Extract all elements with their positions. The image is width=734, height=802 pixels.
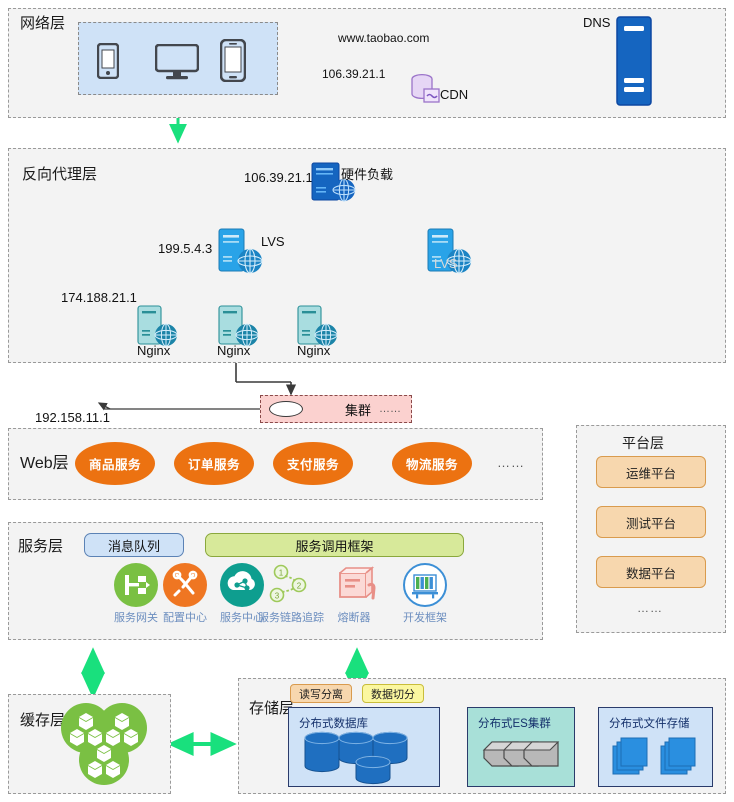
web-service-2[interactable]: 订单服务 — [174, 442, 254, 485]
read-write-split-tag: 读写分离 — [290, 684, 352, 703]
dns-request-label: www.taobao.com — [338, 31, 430, 45]
cache-cluster-icon — [58, 700, 150, 795]
distributed-es-label: 分布式ES集群 — [478, 718, 551, 730]
distributed-database-label: 分布式数据库 — [299, 718, 368, 730]
platform-layer-ellipsis: …… — [637, 601, 663, 615]
web-service-3[interactable]: 支付服务 — [273, 442, 353, 485]
service-component-1[interactable]: 服务网关 — [107, 563, 165, 625]
file-stacks-icon — [612, 737, 696, 775]
service-component-5[interactable]: 熔断器 — [325, 563, 383, 625]
nginx-node-3-label: Nginx — [297, 343, 331, 358]
web-service-1[interactable]: 商品服务 — [75, 442, 155, 485]
web-service-4[interactable]: 物流服务 — [392, 442, 472, 485]
nginx-node-2 — [218, 305, 262, 354]
hardware-lb-label: 硬件负载 — [341, 167, 394, 182]
distributed-es-panel: 分布式ES集群 — [467, 707, 575, 787]
cdn-label: CDN — [440, 87, 469, 102]
lvs-backup-label: LVS — [434, 256, 458, 271]
phone-small-icon — [96, 42, 120, 84]
gateway-icon — [114, 563, 158, 607]
web-layer-ellipsis: …… — [497, 455, 525, 470]
service-component-6-label: 开发框架 — [403, 612, 447, 624]
service-component-4[interactable]: 1 2 3 服务链路追踪 — [258, 563, 324, 625]
distributed-file-storage-label: 分布式文件存储 — [609, 718, 690, 730]
dns-server-icon — [616, 16, 652, 111]
lvs-primary-label: LVS — [261, 234, 285, 249]
dns-label: DNS — [583, 15, 611, 30]
es-cubes-icon — [482, 741, 560, 767]
cluster-ellipsis: …… — [379, 403, 402, 415]
service-component-3[interactable]: 服务中心 — [213, 563, 271, 625]
lvs-ip: 199.5.4.3 — [158, 241, 213, 256]
platform-item-1[interactable]: 运维平台 — [596, 456, 706, 488]
message-queue-pill[interactable]: 消息队列 — [84, 533, 184, 557]
cluster-ellipse-icon — [269, 401, 303, 417]
service-layer-title: 服务层 — [18, 538, 64, 555]
service-component-4-label: 服务链路追踪 — [258, 612, 324, 624]
web-layer-title: Web层 — [20, 455, 69, 472]
platform-item-3[interactable]: 数据平台 — [596, 556, 706, 588]
hardware-lb-icon — [311, 162, 359, 209]
config-tools-icon — [163, 563, 207, 607]
platform-layer-title: 平台层 — [622, 435, 664, 451]
proxy-layer-box — [8, 148, 726, 363]
lvs-primary-icon — [218, 228, 266, 281]
lvs-backup-icon — [427, 228, 475, 281]
cluster-ip: 192.158.11.1 — [35, 410, 110, 425]
nginx-ip: 174.188.21.1 — [61, 290, 137, 305]
proxy-layer-title: 反向代理层 — [22, 166, 98, 183]
cdn-icon — [410, 72, 448, 110]
hardware-lb-ip: 106.39.21.1 — [244, 170, 313, 185]
nginx-node-2-label: Nginx — [217, 343, 251, 358]
svg-text:2: 2 — [297, 582, 302, 591]
cluster-box: 集群 …… — [260, 395, 412, 423]
desktop-monitor-icon — [154, 43, 200, 85]
nginx-node-1-label: Nginx — [137, 343, 171, 358]
svg-text:3: 3 — [275, 592, 280, 601]
phone-large-icon — [219, 38, 247, 87]
service-component-1-label: 服务网关 — [114, 612, 158, 624]
svg-text:1: 1 — [279, 569, 284, 578]
rpc-framework-pill[interactable]: 服务调用框架 — [205, 533, 464, 557]
database-cylinders-icon — [304, 731, 408, 785]
trace-nodes-icon: 1 2 3 — [265, 563, 309, 607]
platform-item-2[interactable]: 测试平台 — [596, 506, 706, 538]
nginx-node-3 — [297, 305, 341, 354]
cache-layer-title: 缓存层 — [20, 712, 65, 730]
network-layer-title: 网络层 — [20, 15, 66, 32]
distributed-file-storage-panel: 分布式文件存储 — [598, 707, 713, 787]
service-component-2[interactable]: 配置中心 — [156, 563, 214, 625]
service-component-2-label: 配置中心 — [163, 612, 207, 624]
service-component-6[interactable]: 开发框架 — [396, 563, 454, 625]
dns-response-label: 106.39.21.1 — [322, 67, 386, 81]
nginx-node-1 — [137, 305, 181, 354]
storage-layer-title: 存储层 — [249, 700, 294, 718]
service-component-5-label: 熔断器 — [337, 612, 371, 624]
dev-framework-icon — [403, 563, 447, 607]
service-registry-cloud-icon — [220, 563, 264, 607]
distributed-database-panel: 分布式数据库 — [288, 707, 440, 787]
circuit-breaker-icon — [332, 563, 376, 607]
cluster-label: 集群 — [345, 402, 372, 418]
data-sharding-tag: 数据切分 — [362, 684, 424, 703]
service-component-3-label: 服务中心 — [220, 612, 264, 624]
